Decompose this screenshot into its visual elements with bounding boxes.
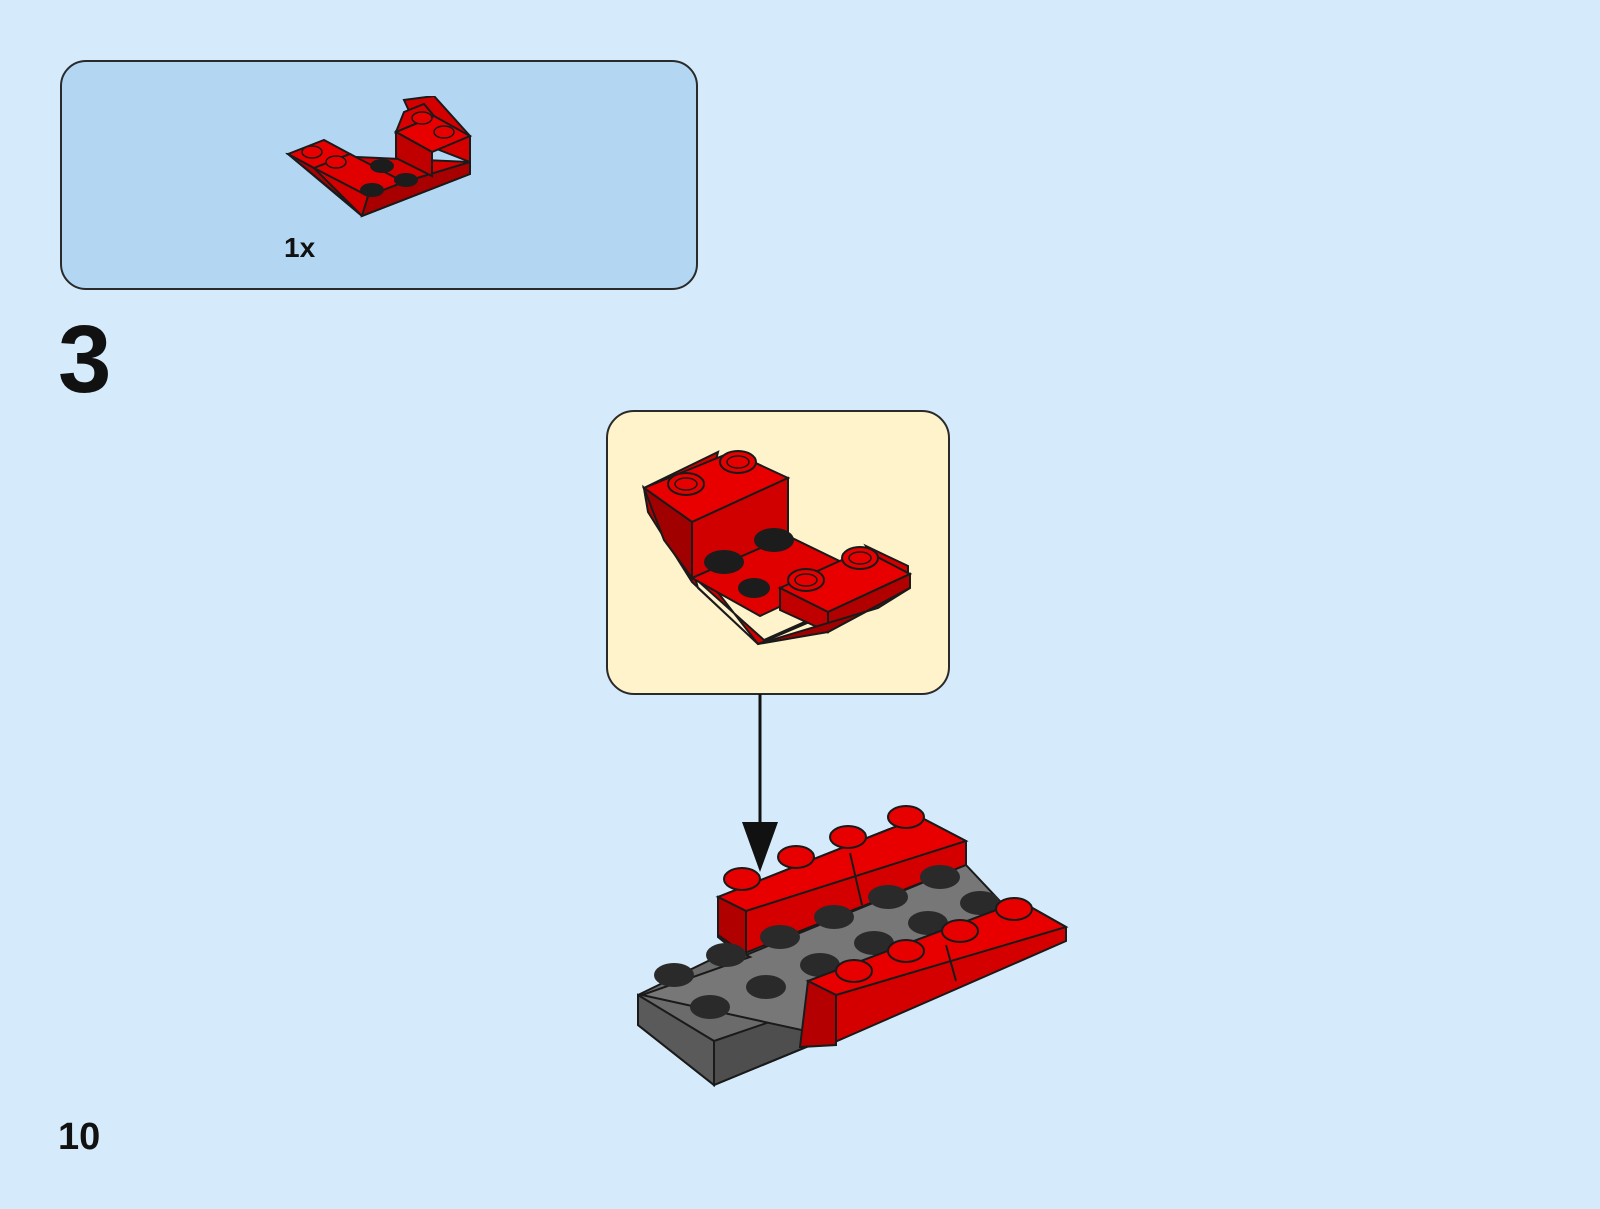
sub-assembly-icon xyxy=(608,412,952,697)
model-assembly-icon xyxy=(630,805,1090,1095)
page-number: 10 xyxy=(58,1116,100,1159)
parts-list-panel: 1x xyxy=(60,60,698,290)
red-inverted-slope-brick-icon xyxy=(284,96,484,236)
sub-assembly-callout xyxy=(606,410,950,695)
part-quantity: 1x xyxy=(284,232,315,264)
step-number: 3 xyxy=(58,312,111,408)
